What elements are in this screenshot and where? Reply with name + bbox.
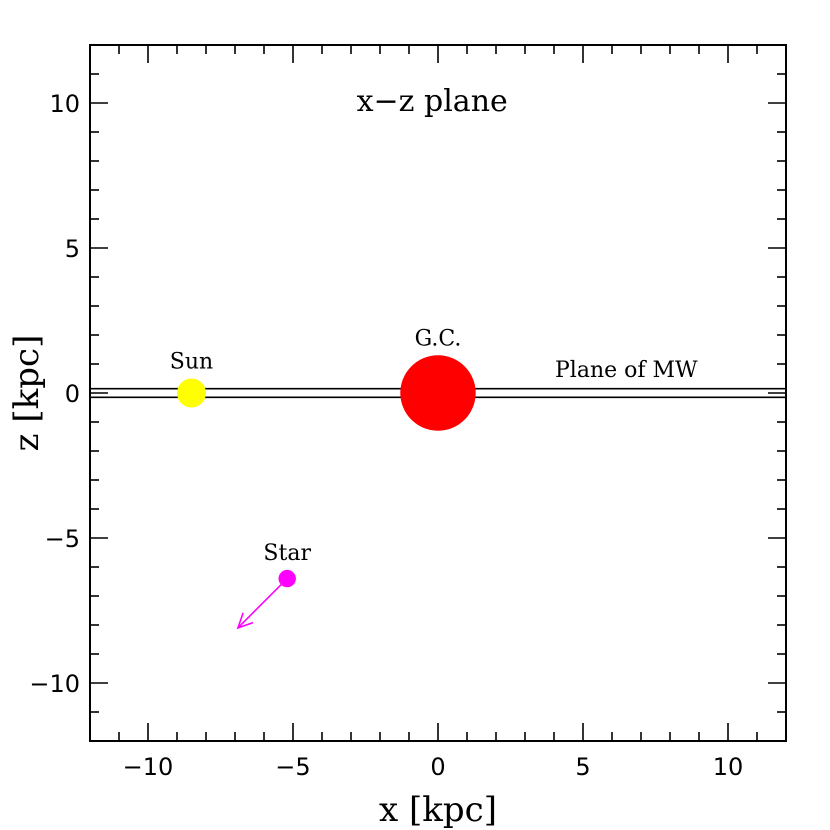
y-axis-label: z [kpc] (7, 335, 47, 452)
point-g-c (400, 355, 476, 431)
point-sun (177, 378, 206, 408)
chart-title: x−z plane (357, 84, 508, 119)
y-tick-label: 5 (65, 235, 80, 263)
tick-labels: −10 −5 0 5 10 −10 −5 0 5 10 (29, 90, 743, 781)
point-label-star: Star (263, 541, 311, 566)
plane-label: Plane of MW (555, 358, 698, 383)
point-label-g-c: G.C. (415, 326, 462, 351)
point-label-sun: Sun (170, 350, 213, 375)
x-axis-label: x [kpc] (379, 790, 497, 830)
y-tick-label: −10 (29, 670, 80, 698)
y-tick-label: 0 (65, 380, 80, 408)
x-tick-label: 5 (575, 753, 590, 781)
y-tick-label: −5 (45, 525, 80, 553)
arrow-shaft (237, 578, 288, 629)
x-tick-label: −5 (275, 753, 310, 781)
arrow-head (236, 612, 254, 630)
velocity-arrow (236, 578, 288, 630)
plot-frame (89, 44, 787, 742)
axis-ticks (89, 44, 787, 742)
y-tick-label: 10 (49, 90, 80, 118)
x-tick-label: 0 (430, 753, 445, 781)
data-points: Sun G.C. Star (170, 326, 476, 588)
x-tick-label: 10 (713, 753, 744, 781)
x-tick-label: −10 (123, 753, 174, 781)
